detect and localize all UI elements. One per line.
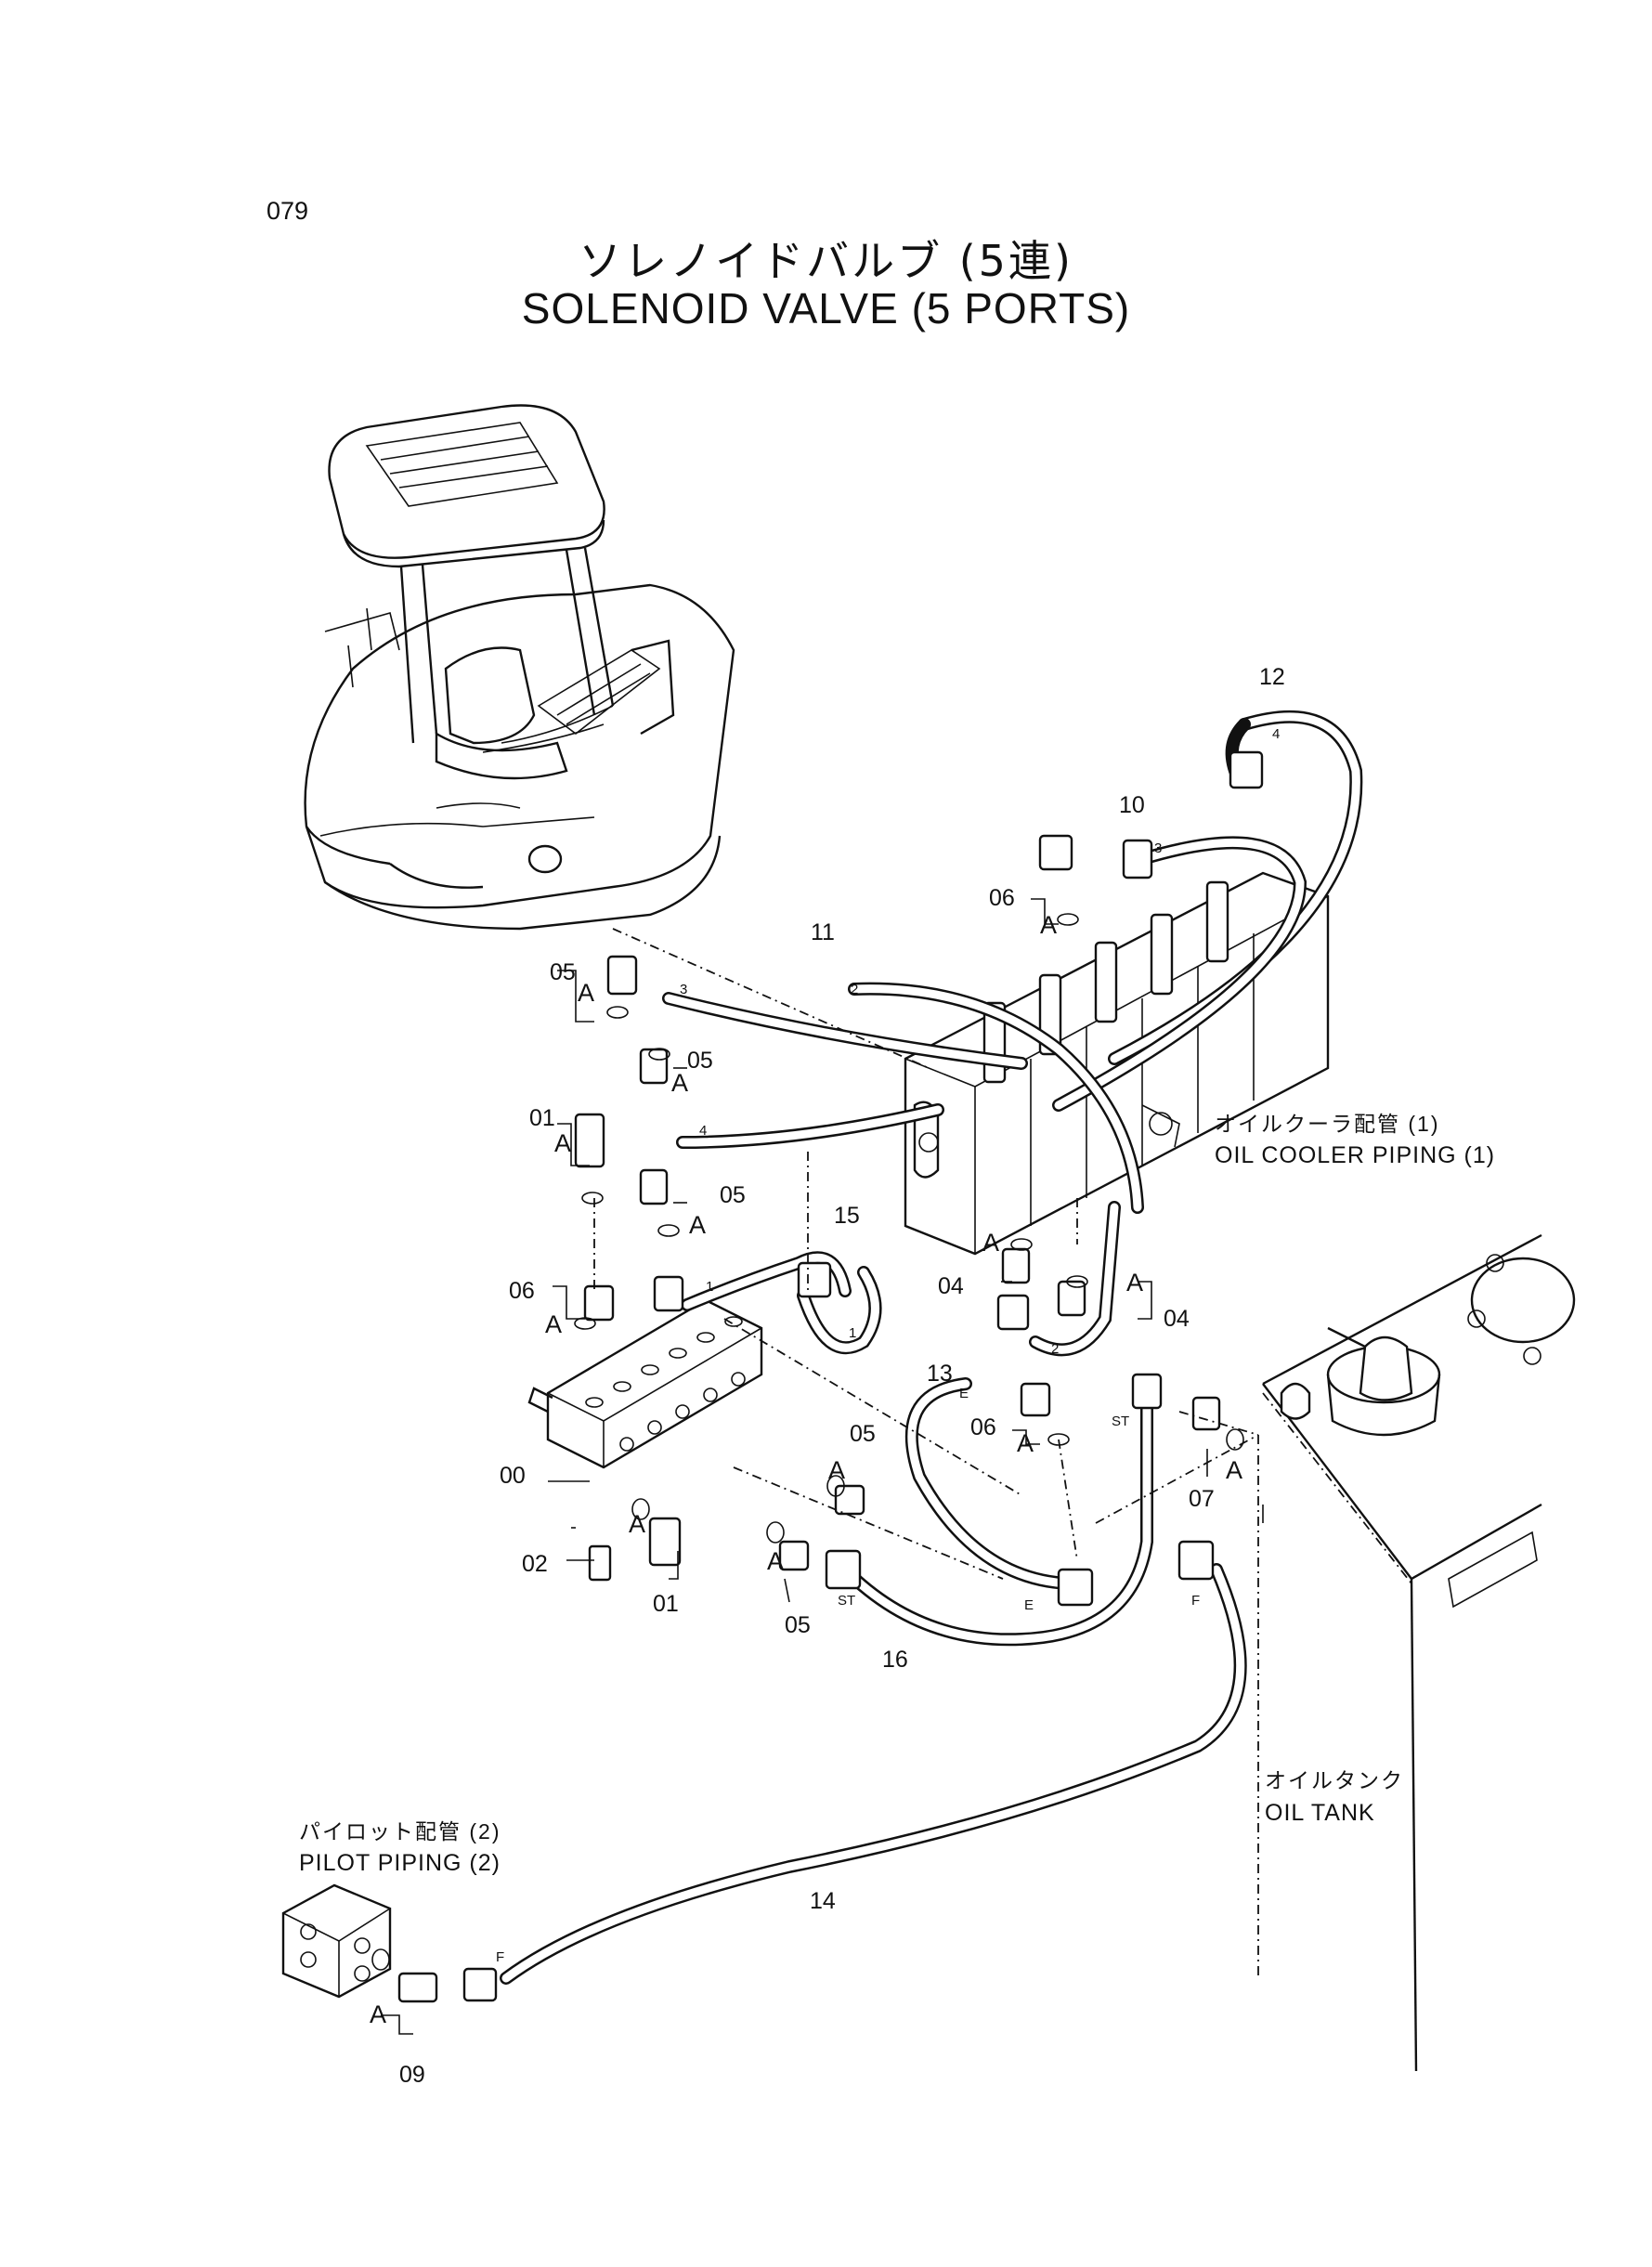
- title-japanese: ソレノイドバルブ (5連): [579, 236, 1073, 286]
- set-letter-a: A: [1226, 1456, 1242, 1484]
- hose-mark-3: 3: [680, 982, 687, 997]
- callout-14: 14: [810, 1888, 836, 1914]
- callout-05-bottom: 05: [785, 1612, 811, 1638]
- callout-16: 16: [882, 1647, 908, 1673]
- note-oil-tank-en: OIL TANK: [1265, 1800, 1375, 1826]
- solenoid-valve-body: [527, 1298, 763, 1469]
- hose-mark-f: F: [496, 1949, 504, 1965]
- hose-end-marks: 1 1 2 2 3 3 4 4 E E ST ST F F: [496, 726, 1280, 1965]
- notes: オイルクーラ配管 (1) OIL COOLER PIPING (1) オイルタン…: [299, 1112, 1495, 1876]
- set-letter-a: A: [629, 1510, 645, 1538]
- hose-mark-1: 1: [849, 1325, 856, 1341]
- note-oil-cooler-ja: オイルクーラ配管 (1): [1215, 1112, 1440, 1136]
- hose-mark-st: ST: [1112, 1414, 1129, 1429]
- set-letter-a: A: [1126, 1269, 1143, 1296]
- set-letter-a: A: [1040, 911, 1057, 939]
- callout-00: 00: [500, 1463, 526, 1489]
- hoses: [500, 710, 1363, 1985]
- callouts: 00 01 01 02 04 04 05 05 05 05 05 06 06 0…: [399, 664, 1285, 2088]
- hose-mark-2: 2: [851, 982, 858, 997]
- set-letter-a: A: [545, 1310, 562, 1338]
- set-letter-a: A: [554, 1129, 571, 1157]
- note-pilot-ja: パイロット配管 (2): [299, 1819, 501, 1844]
- callout-15: 15: [834, 1203, 860, 1229]
- callout-04-right: 04: [1164, 1306, 1190, 1332]
- callout-05-center: 05: [850, 1421, 876, 1447]
- note-oil-tank-ja: オイルタンク: [1265, 1768, 1404, 1792]
- leader-lines: [381, 898, 1264, 2035]
- hose-mark-e: E: [1024, 1597, 1034, 1613]
- machine-overview-illustration: [304, 404, 735, 931]
- callout-09: 09: [399, 2062, 425, 2088]
- hose-mark-3: 3: [1154, 840, 1162, 856]
- callout-13: 13: [927, 1361, 953, 1387]
- callout-05-low: 05: [720, 1182, 746, 1208]
- callout-06-left: 06: [509, 1278, 535, 1304]
- hose-mark-st: ST: [838, 1593, 855, 1609]
- page-number: 079: [267, 197, 309, 225]
- hose-mark-2: 2: [1051, 1341, 1059, 1357]
- hose-mark-1: 1: [706, 1279, 713, 1295]
- hose-mark-e: E: [959, 1386, 969, 1401]
- note-oil-cooler-en: OIL COOLER PIPING (1): [1215, 1142, 1495, 1168]
- hose-mark-f: F: [1191, 1593, 1200, 1609]
- set-letter-a: A: [689, 1211, 706, 1239]
- oil-tank: [1257, 1233, 1576, 2072]
- set-letter-a: A: [578, 979, 594, 1007]
- hose-mark-4: 4: [1272, 726, 1280, 742]
- set-letter-a: A: [767, 1547, 784, 1575]
- set-letters: A A A A A A A A A A A A A A: [370, 911, 1242, 2028]
- callout-01-upper: 01: [529, 1105, 555, 1131]
- fittings: [371, 750, 1264, 2003]
- callout-04-left: 04: [938, 1273, 964, 1299]
- note-pilot-en: PILOT PIPING (2): [299, 1850, 501, 1876]
- set-letter-a: A: [828, 1456, 845, 1484]
- callout-05-top: 05: [550, 959, 576, 985]
- set-letter-a: A: [982, 1229, 999, 1257]
- title-english: SOLENOID VALVE (5 PORTS): [521, 284, 1131, 332]
- set-letter-a: A: [1017, 1429, 1034, 1457]
- callout-12: 12: [1259, 664, 1285, 690]
- callout-11: 11: [811, 919, 835, 945]
- hose-mark-4: 4: [699, 1123, 707, 1139]
- callout-06-top: 06: [989, 885, 1015, 911]
- set-letter-a: A: [370, 2000, 386, 2028]
- callout-06-center: 06: [970, 1414, 996, 1440]
- set-letter-a: A: [671, 1069, 688, 1097]
- callout-01-lower: 01: [653, 1591, 679, 1617]
- pilot-block: [281, 1883, 392, 1999]
- callout-05-mid: 05: [687, 1048, 713, 1074]
- callout-07: 07: [1189, 1486, 1215, 1512]
- callout-10: 10: [1119, 792, 1145, 818]
- callout-02: 02: [522, 1551, 548, 1577]
